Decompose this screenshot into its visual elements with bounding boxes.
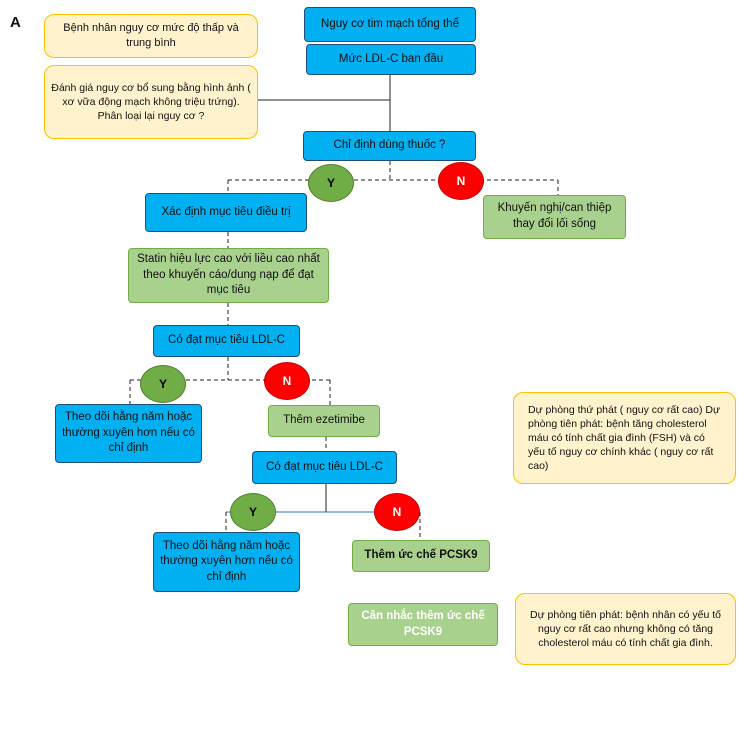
indication-yes-circle: Y — [308, 164, 354, 202]
secondary-prevention-note: Dự phòng thứ phát ( nguy cơ rất cao) Dự … — [513, 392, 736, 484]
imaging-note: Đánh giá nguy cơ bổ sung bằng hình ảnh (… — [44, 65, 258, 139]
low-risk-note: Bệnh nhân nguy cơ mức độ thấp và trung b… — [44, 14, 258, 58]
set-target-box: Xác định mục tiêu điều trị — [145, 193, 307, 232]
drug-indication-box: Chỉ định dùng thuốc ? — [303, 131, 476, 161]
baseline-ldl-box: Mức LDL-C ban đầu — [306, 44, 476, 75]
add-pcsk9-box: Thêm ức chế PCSK9 — [352, 540, 490, 572]
follow-up-box-1: Theo dõi hằng năm hoặc thường xuyên hơn … — [55, 404, 202, 463]
lifestyle-box: Khuyến nghị/can thiệp thay đổi lối sống — [483, 195, 626, 239]
add-ezetimibe-box: Thêm ezetimibe — [268, 405, 380, 437]
check1-no-circle: N — [264, 362, 310, 400]
check2-no-circle: N — [374, 493, 420, 531]
follow-up-box-2: Theo dõi hằng năm hoặc thường xuyên hơn … — [153, 532, 300, 592]
ldl-target-check-1: Có đạt mục tiêu LDL-C — [153, 325, 300, 357]
consider-pcsk9-box: Cân nhắc thêm ức chế PCSK9 — [348, 603, 498, 646]
check2-yes-circle: Y — [230, 493, 276, 531]
primary-prevention-note: Dự phòng tiên phát: bệnh nhân có yếu tố … — [515, 593, 736, 665]
panel-letter: A — [10, 14, 21, 31]
ldl-target-check-2: Có đạt mục tiêu LDL-C — [252, 451, 397, 484]
check1-yes-circle: Y — [140, 365, 186, 403]
statin-box: Statin hiệu lực cao với liều cao nhất th… — [128, 248, 329, 303]
overall-cv-risk-box: Nguy cơ tim mạch tổng thể — [304, 7, 476, 42]
indication-no-circle: N — [438, 162, 484, 200]
